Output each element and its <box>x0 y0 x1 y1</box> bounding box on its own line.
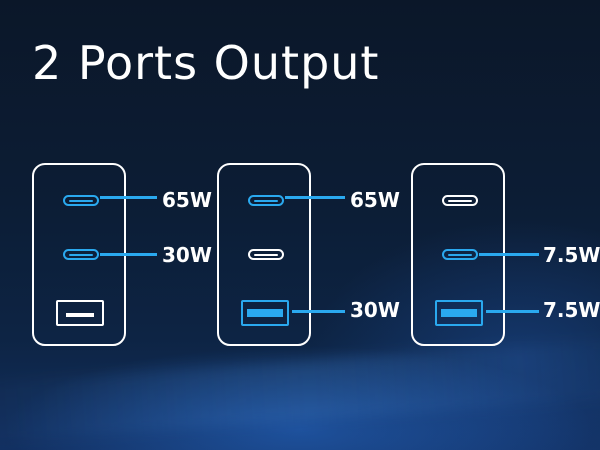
usb-a-port-icon <box>241 300 289 326</box>
connector-line <box>100 196 157 199</box>
usb-c-port-1-icon <box>248 195 284 206</box>
wattage-label: 7.5W <box>543 243 600 267</box>
wattage-label: 30W <box>350 298 400 322</box>
connector-line <box>486 310 539 313</box>
usb-c-port-2-icon <box>442 249 478 260</box>
page-title: 2 Ports Output <box>32 36 380 90</box>
charger-2 <box>217 163 311 346</box>
usb-a-port-icon <box>56 300 104 326</box>
usb-c-port-1-icon <box>442 195 478 206</box>
usb-c-port-1-icon <box>63 195 99 206</box>
usb-a-port-icon <box>435 300 483 326</box>
usb-c-port-2-icon <box>248 249 284 260</box>
connector-line <box>100 253 157 256</box>
wattage-label: 65W <box>162 188 212 212</box>
connector-line <box>292 310 345 313</box>
wattage-label: 7.5W <box>543 298 600 322</box>
connector-line <box>479 253 539 256</box>
wattage-label: 65W <box>350 188 400 212</box>
usb-c-port-2-icon <box>63 249 99 260</box>
connector-line <box>285 196 345 199</box>
wattage-label: 30W <box>162 243 212 267</box>
